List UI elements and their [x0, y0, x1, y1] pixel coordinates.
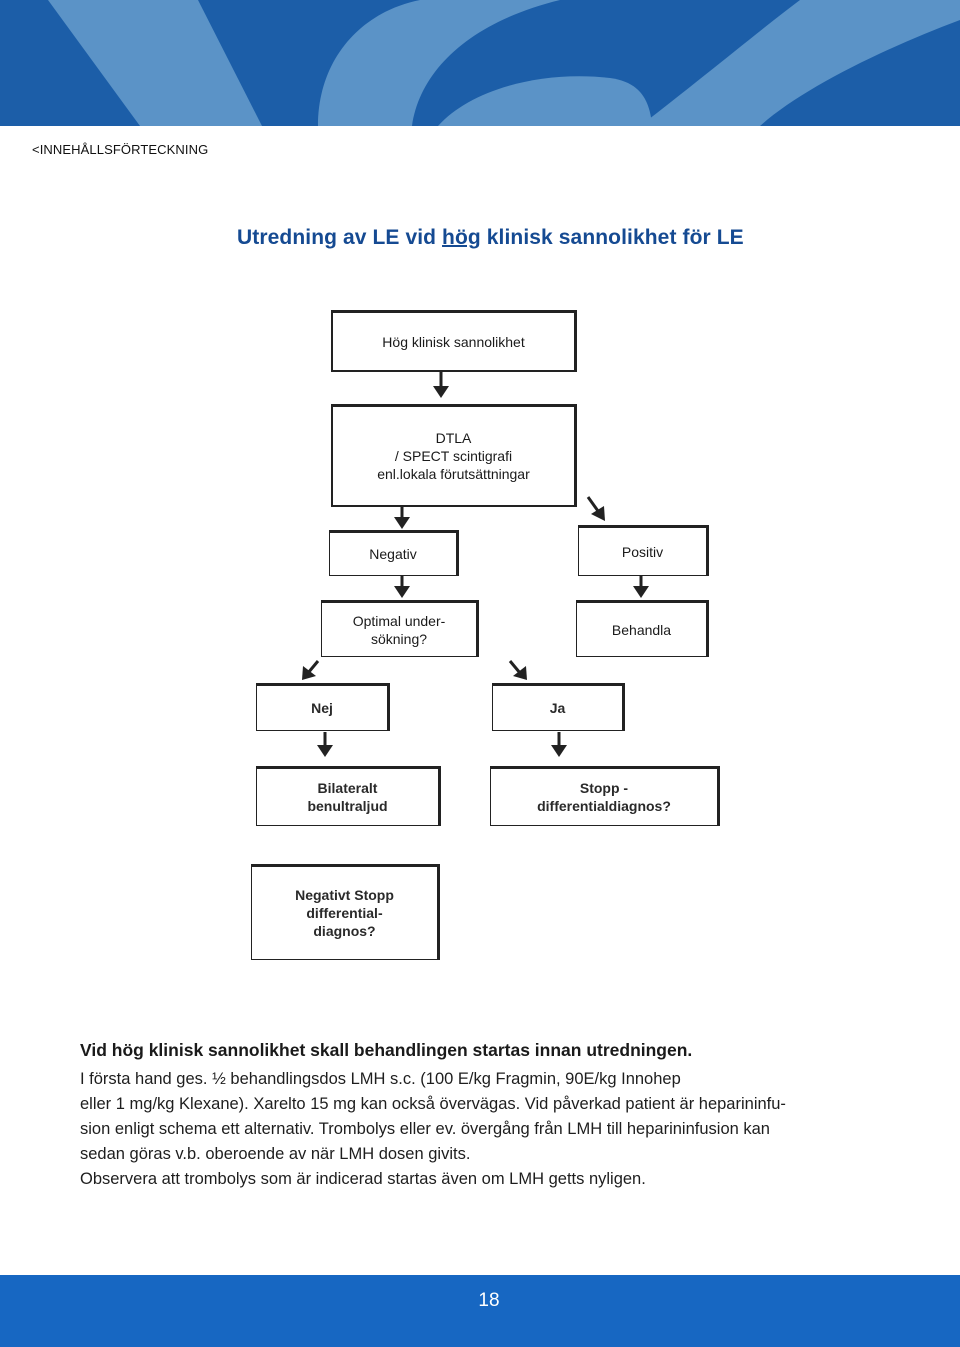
box-optimal-exam: Optimal under- sökning?: [321, 600, 479, 657]
body-line: I första hand ges. ½ behandlingsdos LMH …: [80, 1070, 681, 1088]
arrow-diag-yes: [508, 660, 527, 680]
arrow-down-negative: [394, 507, 410, 529]
banner-graphic: [0, 0, 960, 126]
box-high-probability-label: Hög klinisk sannolikhet: [382, 333, 525, 350]
box-yes-label: Ja: [549, 700, 566, 716]
arrow-down-1: [433, 372, 449, 398]
banner-stripe-right: [640, 0, 960, 126]
box-positive: Positiv: [578, 525, 709, 576]
banner-stripe-left: [48, 0, 262, 126]
body-line: sedan göras v.b. oberoende av när LMH do…: [80, 1145, 471, 1163]
box-dtla-spect: DTLA / SPECT scintigrafi enl.lokala föru…: [331, 404, 577, 507]
box-yes: Ja: [492, 683, 625, 731]
arrow-diag-no: [302, 660, 320, 680]
box-negative: Negativ: [329, 530, 459, 576]
arrow-down-optimal: [394, 576, 410, 598]
body-line: eller 1 mg/kg Klexane). Xarelto 15 mg ka…: [80, 1095, 786, 1113]
arrow-down-bilateral: [317, 732, 333, 757]
box-bilateral-ultrasound: Bilateralt benultraljud: [256, 766, 441, 826]
box-stop-differential: Stopp - differentialdiagnos?: [490, 766, 720, 826]
box-negative-stop-differential: Negativt Stopp differential- diagnos?: [251, 864, 440, 960]
box-negative-stop-label: Negativt Stopp differential- diagnos?: [295, 887, 394, 939]
body-line: sion enligt schema ett alternativ. Tromb…: [80, 1120, 770, 1138]
box-optimal-exam-label: Optimal under- sökning?: [352, 612, 446, 647]
title-underlined-word: hög: [442, 226, 481, 249]
page-title: Utredning av LE vid hög klinisk sannolik…: [237, 226, 744, 250]
page-number: 18: [478, 1290, 500, 1311]
box-no-label: Nej: [311, 700, 333, 716]
footer-bar: [0, 1275, 960, 1347]
banner-curve-bottom: [438, 76, 652, 126]
box-positive-label: Positiv: [621, 543, 664, 560]
body-text: Vid hög klinisk sannolikhet skall behand…: [80, 1038, 880, 1192]
body-lead: Vid hög klinisk sannolikhet skall behand…: [80, 1040, 693, 1060]
box-high-probability: Hög klinisk sannolikhet: [331, 310, 577, 372]
box-no: Nej: [256, 683, 390, 731]
title-part-before: Utredning av LE vid: [237, 226, 443, 249]
body-line: Observera att trombolys som är indicerad…: [80, 1170, 646, 1188]
table-of-contents-link[interactable]: <INNEHÅLLSFÖRTECKNING: [32, 142, 209, 157]
box-negative-label: Negativ: [369, 546, 417, 562]
box-stop-differential-label: Stopp - differentialdiagnos?: [537, 780, 671, 814]
banner-curve-middle: [318, 0, 560, 126]
flowchart-arrows: [302, 372, 649, 757]
arrow-down-treat: [633, 576, 649, 598]
box-treat-label: Behandla: [611, 621, 672, 638]
box-treat: Behandla: [576, 600, 709, 657]
arrow-diag-positive: [586, 496, 605, 521]
arrow-down-stop: [551, 732, 567, 757]
title-part-after: klinisk sannolikhet för LE: [480, 226, 744, 249]
box-bilateral-ultrasound-label: Bilateralt benultraljud: [307, 780, 388, 814]
box-dtla-spect-label: DTLA / SPECT scintigrafi enl.lokala föru…: [377, 430, 530, 482]
header-banner: [0, 0, 960, 126]
